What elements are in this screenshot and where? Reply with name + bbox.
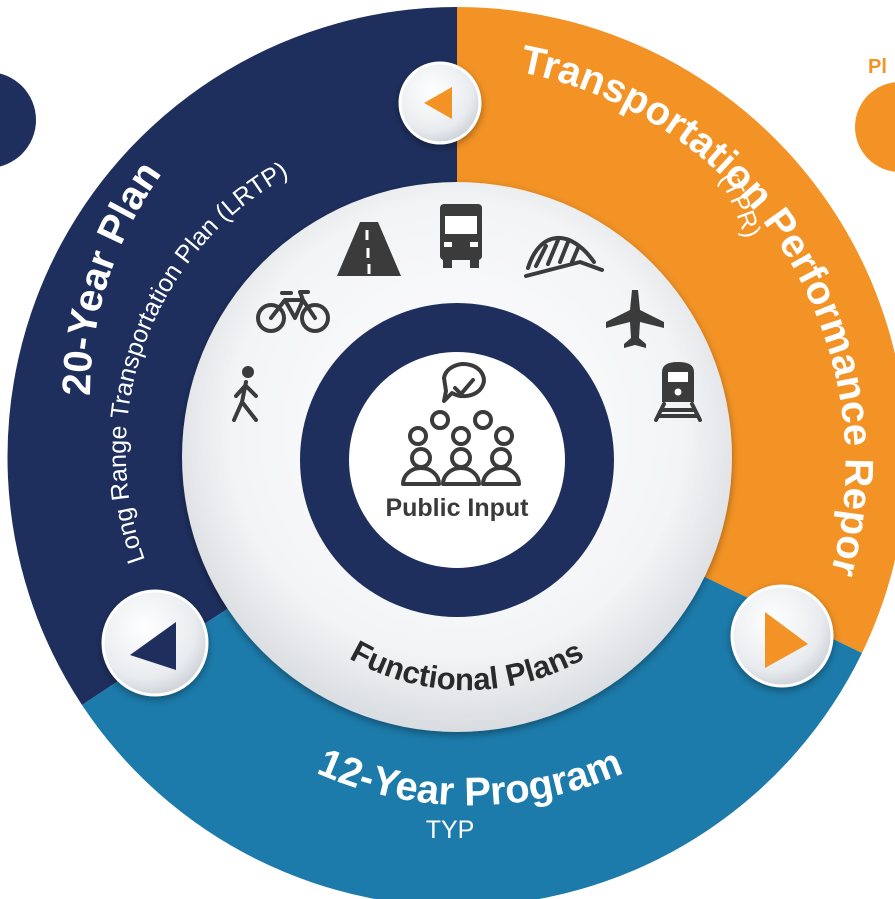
- train-icon: [654, 362, 702, 422]
- edge-fragment-text: Pl: [868, 56, 887, 78]
- people-group-icon: [401, 362, 521, 486]
- airplane-icon: [606, 290, 664, 348]
- left-arrow-icon: [424, 87, 452, 119]
- typ-subtitle: TYP: [426, 816, 475, 844]
- left-arrow-icon: [130, 622, 176, 670]
- center-disc: [349, 352, 565, 568]
- navy-left-arrow-button[interactable]: [101, 589, 209, 697]
- left-edge-circle: [0, 73, 36, 167]
- right-edge-circle: [855, 82, 895, 172]
- bicycle-icon: [256, 290, 330, 333]
- orange-left-arrow-button[interactable]: [398, 61, 482, 145]
- pedestrian-icon: [232, 366, 258, 422]
- public-input-label: Public Input: [385, 494, 529, 522]
- road-icon: [337, 222, 401, 276]
- orange-right-arrow-button[interactable]: [730, 584, 834, 688]
- bridge-icon: [524, 235, 604, 278]
- right-arrow-icon: [765, 612, 808, 668]
- truck-icon: [440, 204, 482, 268]
